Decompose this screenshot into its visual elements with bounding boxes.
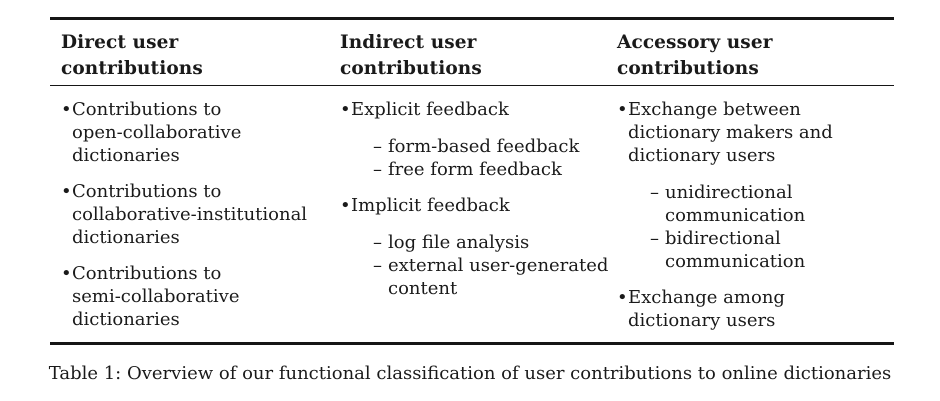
bullet-icon: • <box>340 99 351 120</box>
bullet-icon: • <box>61 181 72 202</box>
item-label: Contributions to semi-collaborative dict… <box>72 263 240 330</box>
subitem-label: log file analysis <box>388 232 530 253</box>
sub-list-item: – unidirectional communication <box>650 181 894 227</box>
column-header-indirect: Indirect user contributions <box>340 31 482 79</box>
item-label: Contributions to collaborative-instituti… <box>72 181 308 248</box>
list-item: • Implicit feedback – log file analysis … <box>340 194 617 300</box>
list-item: • Exchange between dictionary makers and… <box>617 98 894 273</box>
item-label: Implicit feedback <box>351 195 510 216</box>
item-label: Exchange among dictionary users <box>628 287 785 331</box>
classification-table: Direct user contributions Indirect user … <box>50 17 894 345</box>
subitem-label: form-based feedback <box>388 136 580 157</box>
table-body-row: • Contributions to open-collaborative di… <box>50 86 894 342</box>
bullet-icon: • <box>61 263 72 284</box>
sub-list: – form-based feedback – free form feedba… <box>373 135 617 181</box>
column-header-accessory: Accessory user contributions <box>617 31 773 79</box>
list-item: • Contributions to collaborative-institu… <box>61 180 340 249</box>
item-label: Explicit feedback <box>351 99 509 120</box>
sub-list: – log file analysis – external user-gene… <box>373 231 617 300</box>
sub-list-item: – log file analysis <box>373 231 617 254</box>
subitem-label: free form feedback <box>388 159 562 180</box>
table-caption: Table 1: Overview of our functional clas… <box>48 363 892 384</box>
dash-icon: – <box>373 255 382 276</box>
bullet-icon: • <box>617 287 628 308</box>
sub-list: – unidirectional communication – bidirec… <box>650 181 894 273</box>
table-header-row: Direct user contributions Indirect user … <box>50 20 894 85</box>
subitem-label: bidirectional communication <box>665 228 806 272</box>
bullet-icon: • <box>61 99 72 120</box>
column-accessory: • Exchange between dictionary makers and… <box>617 98 894 342</box>
sub-list-item: – bidirectional communication <box>650 227 894 273</box>
table-mid-rule <box>50 84 894 86</box>
bullet-icon: • <box>340 195 351 216</box>
table-bottom-rule <box>50 342 894 345</box>
dash-icon: – <box>650 182 659 203</box>
bullet-icon: • <box>617 99 628 120</box>
sub-list-item: – form-based feedback <box>373 135 617 158</box>
list-item: • Exchange among dictionary users <box>617 286 894 332</box>
dash-icon: – <box>373 136 382 157</box>
item-label: Contributions to open-collaborative dict… <box>72 99 242 166</box>
subitem-label: external user-generated content <box>388 255 609 299</box>
column-direct: • Contributions to open-collaborative di… <box>61 98 340 342</box>
sub-list-item: – free form feedback <box>373 158 617 181</box>
subitem-label: unidirectional communication <box>665 182 806 226</box>
dash-icon: – <box>650 228 659 249</box>
dash-icon: – <box>373 232 382 253</box>
list-item: • Contributions to semi-collaborative di… <box>61 262 340 331</box>
sub-list-item: – external user-generated content <box>373 254 617 300</box>
list-item: • Contributions to open-collaborative di… <box>61 98 340 167</box>
dash-icon: – <box>373 159 382 180</box>
item-label: Exchange between dictionary makers and d… <box>628 99 833 166</box>
column-header-direct: Direct user contributions <box>61 31 203 79</box>
list-item: • Explicit feedback – form-based feedbac… <box>340 98 617 181</box>
column-indirect: • Explicit feedback – form-based feedbac… <box>340 98 617 342</box>
table-top-rule <box>50 17 894 20</box>
